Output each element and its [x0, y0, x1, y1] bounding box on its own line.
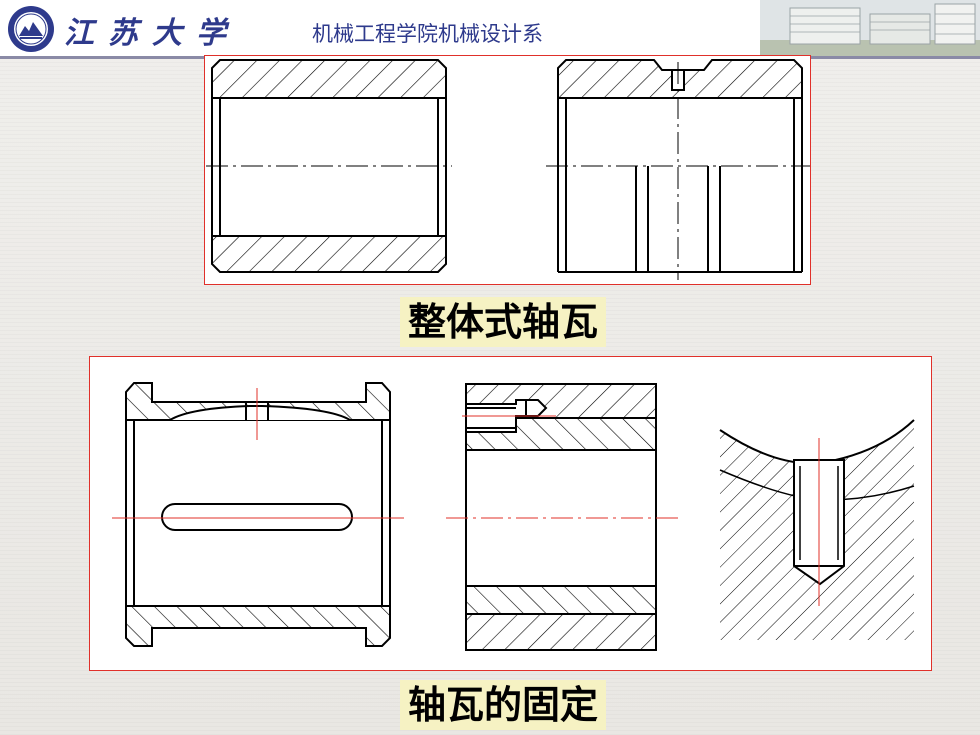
integral-bushing-section-right	[557, 59, 803, 273]
set-screw-bushing-section	[465, 383, 657, 651]
flanged-bushing-section	[125, 382, 391, 647]
campus-building-photo	[760, 0, 980, 56]
university-name: 江苏大学	[64, 16, 240, 51]
caption-integral-bushing: 整体式轴瓦	[400, 297, 607, 347]
university-seal-icon	[8, 6, 54, 52]
pin-fixing-detail	[719, 419, 915, 640]
department-name: 机械工程学院机械设计系	[312, 22, 543, 46]
caption-bushing-fixing: 轴瓦的固定	[400, 680, 607, 730]
